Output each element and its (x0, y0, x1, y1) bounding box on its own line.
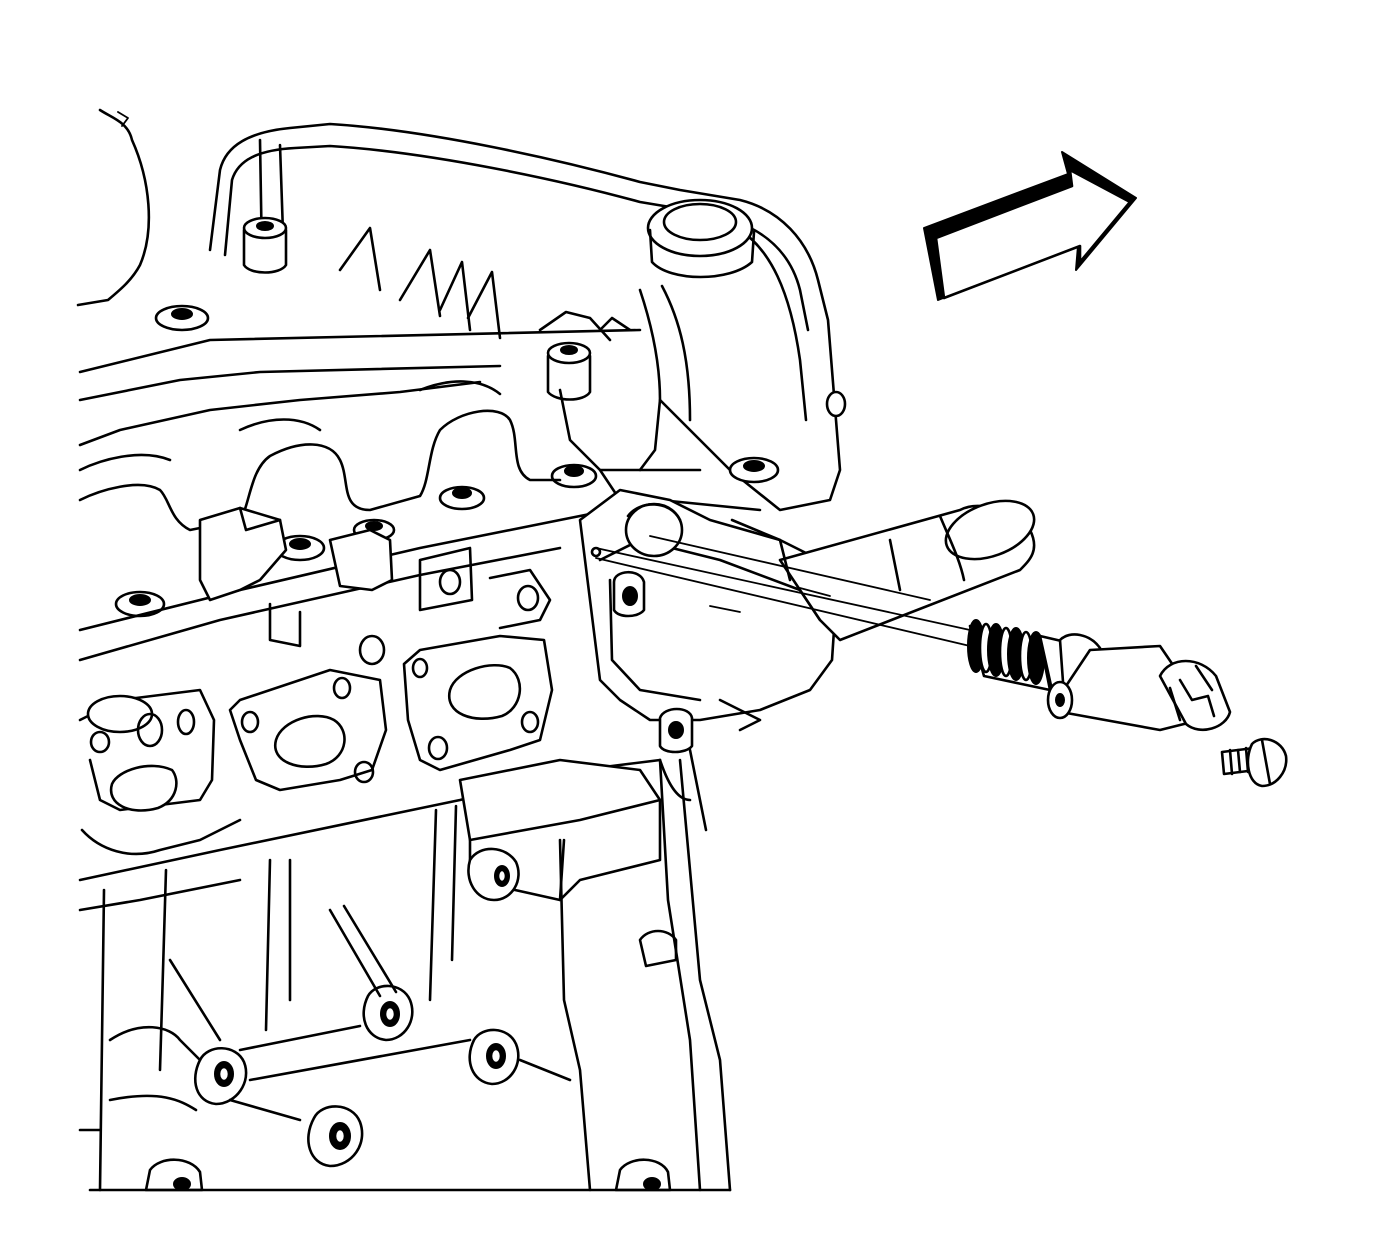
port-icon (447, 663, 522, 720)
bolt-icon (546, 341, 592, 401)
bolt-icon (658, 707, 694, 754)
boss-icon (193, 1047, 248, 1106)
exhaust-ports (78, 546, 554, 856)
camshaft-cover (208, 122, 842, 512)
bolt-icon (550, 463, 598, 489)
leader-line-icon (649, 535, 931, 601)
bolt-icon (114, 590, 166, 618)
solenoid-bolt (1220, 737, 1288, 788)
leader-line-icon (709, 605, 741, 613)
solenoid-spring-icon (967, 619, 1045, 685)
bolt-icon (438, 485, 486, 511)
bolt-icon (1220, 737, 1288, 788)
oil-fill-cap-icon (646, 198, 754, 258)
bolt-icon (242, 216, 288, 274)
bolt-icon (728, 456, 780, 484)
alignment-lines (590, 535, 971, 647)
bolt-icon (154, 304, 210, 332)
leader-line-icon (595, 557, 971, 647)
direction-arrow (923, 151, 1137, 301)
cylinder-block (78, 758, 732, 1192)
port-icon (273, 714, 346, 768)
boss-icon (307, 1105, 364, 1168)
boss-icon (144, 1158, 204, 1192)
sensor-connector-icon (198, 506, 288, 602)
boss-icon (614, 1158, 672, 1192)
bolt-icon (825, 390, 847, 418)
background-component-outline (76, 108, 151, 307)
boss-icon (468, 1028, 520, 1086)
boss-icon (467, 847, 520, 902)
bolt-icon (612, 570, 646, 618)
port-icon (109, 764, 178, 812)
boss-icon (362, 984, 414, 1042)
leader-line-icon (799, 587, 831, 597)
port-icon (86, 694, 154, 734)
leader-line-icon (595, 547, 971, 631)
actuator-housing (578, 488, 1036, 832)
cover-bolts (114, 216, 847, 618)
solenoid-valve (967, 619, 1232, 732)
electrical-connector-icon (1158, 659, 1232, 731)
